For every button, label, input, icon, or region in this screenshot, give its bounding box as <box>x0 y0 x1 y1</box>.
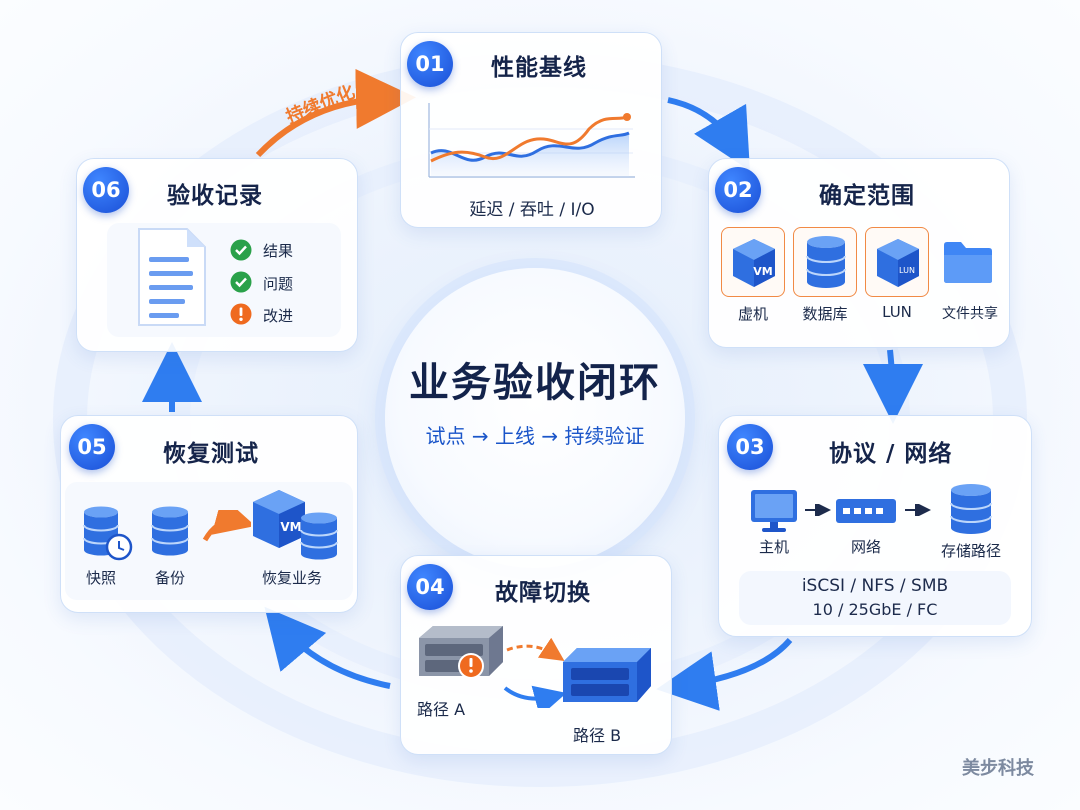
step-card-02: 02 确定范围 VM LUN 虚机 数据库 LUN 文件共享 <box>708 158 1010 348</box>
check-icon <box>230 271 252 293</box>
folder-icon <box>944 242 992 283</box>
watermark: 美步科技 <box>962 758 1034 779</box>
path-label-host: 主机 <box>758 538 789 556</box>
arrow-01-02 <box>667 97 750 171</box>
arrow-03-04 <box>656 638 793 711</box>
server-b-icon <box>563 648 651 702</box>
vm-cube-icon: VM <box>733 239 775 287</box>
protocol-list: iSCSI / NFS / SMB <box>801 576 949 596</box>
line-chart-icon <box>428 103 635 178</box>
scope-label-vm: 虚机 <box>737 305 768 323</box>
database-icon <box>806 236 846 288</box>
vm-cube-label: VM <box>753 265 772 278</box>
step-number-05: 05 <box>69 424 115 470</box>
path-label-network: 网络 <box>850 538 881 556</box>
step-card-04: 04 故障切换 路径 A 路径 B <box>400 555 672 755</box>
arrow-right-icon <box>905 504 931 516</box>
backup-icon <box>151 506 189 556</box>
step-number-06: 06 <box>83 167 129 213</box>
restored-vm-icon: VM <box>253 490 338 560</box>
scope-item-db <box>793 227 857 297</box>
step-title-06: 验收记录 <box>167 183 263 209</box>
step-title-04: 故障切换 <box>495 580 591 606</box>
step-card-03: 03 协议 / 网络 主机 网络 存储路径 iSCSI / NFS / SMB … <box>718 415 1032 637</box>
scope-item-vm: VM <box>721 227 785 297</box>
scope-item-lun: LUN <box>865 227 929 297</box>
lun-cube-label: LUN <box>899 266 915 275</box>
path-a-label: 路径 A <box>417 700 466 719</box>
step-title-05: 恢复测试 <box>163 441 259 467</box>
scope-label-db: 数据库 <box>802 305 848 323</box>
recovery-label-snapshot: 快照 <box>85 569 116 587</box>
step-caption-01: 延迟 / 吞吐 / I/O <box>469 200 595 220</box>
step-card-06: 06 验收记录 结果 问题 改进 <box>76 158 358 352</box>
record-label-improve: 改进 <box>263 307 294 325</box>
step-card-05: 05 恢复测试 VM 快照 备份 恢复业务 <box>60 415 358 613</box>
arrow-02-03 <box>862 349 923 424</box>
step-card-01: 01 性能基线 延迟 / 吞吐 / I/O <box>400 32 662 228</box>
loop-arrow <box>255 68 416 158</box>
center-subtitle: 试点 → 上线 → 持续验证 <box>425 424 645 448</box>
document-icon <box>138 228 206 326</box>
storage-icon <box>950 484 992 534</box>
path-label-storage: 存储路径 <box>940 542 1001 560</box>
protocol-panel <box>739 571 1011 625</box>
network-switch-icon <box>836 499 896 523</box>
scope-label-fileshare: 文件共享 <box>942 306 998 322</box>
path-b-label: 路径 B <box>573 726 622 745</box>
check-icon <box>230 239 252 261</box>
record-label-result: 结果 <box>263 242 294 260</box>
recovery-label-backup: 备份 <box>154 569 185 587</box>
snapshot-icon <box>83 506 133 561</box>
scope-label-lun: LUN <box>882 303 912 321</box>
step-title-03: 协议 / 网络 <box>829 441 953 467</box>
restored-vm-label: VM <box>280 520 301 534</box>
failover-arrows-icon <box>503 638 565 708</box>
speed-list: 10 / 25GbE / FC <box>812 600 938 619</box>
monitor-icon <box>751 490 797 532</box>
step-number-01: 01 <box>407 41 453 87</box>
center-title: 业务验收闭环 <box>409 360 661 406</box>
step-title-02: 确定范围 <box>819 183 915 209</box>
warning-icon <box>230 303 252 325</box>
recovery-label-restore: 恢复业务 <box>261 569 322 587</box>
record-label-issue: 问题 <box>263 275 294 293</box>
restore-arrow-icon <box>202 510 251 542</box>
server-a-icon <box>419 626 503 679</box>
step-number-02: 02 <box>715 167 761 213</box>
lun-cube-icon: LUN <box>877 239 919 287</box>
step-number-03: 03 <box>727 424 773 470</box>
arrow-right-icon <box>805 504 831 516</box>
arrow-04-05 <box>264 606 391 689</box>
step-title-01: 性能基线 <box>491 55 587 81</box>
step-number-04: 04 <box>407 564 453 610</box>
center-circle <box>385 268 685 568</box>
